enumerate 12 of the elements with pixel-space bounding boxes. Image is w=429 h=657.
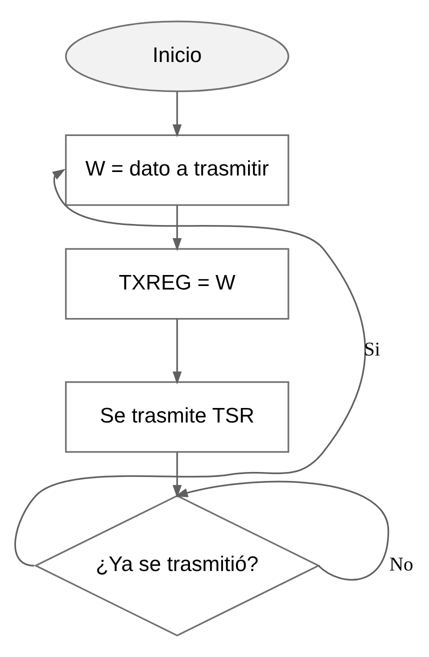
arrow [14,168,366,566]
node-ellipse: Inicio [65,20,290,92]
arrow [172,206,182,252]
node-box: Se trasmite TSR [65,381,290,453]
arrow [172,92,182,138]
node-box: TXREG = W [65,248,290,320]
arrow [172,452,182,498]
node-diamond: ¿Ya se trasmitió? [34,494,320,636]
node-box: W = dato a trasmitir [65,134,290,206]
arrow [172,318,182,385]
arrow [174,480,390,580]
edge-label: No [389,554,414,576]
